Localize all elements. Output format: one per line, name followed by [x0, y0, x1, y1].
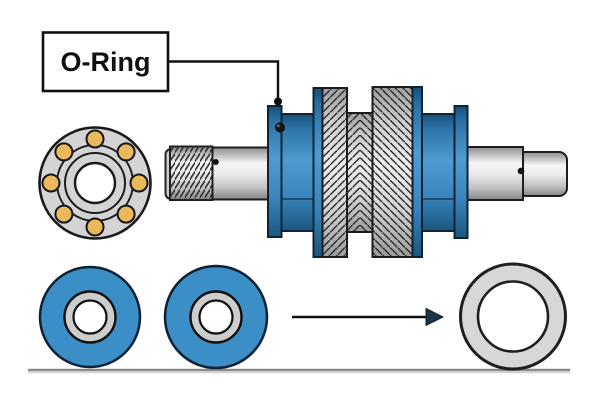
bolt-hole: [54, 142, 74, 162]
roller-right-blue-rim: [411, 86, 423, 258]
leader-line: [168, 60, 280, 99]
roller1-bore: [72, 299, 108, 335]
bolted-flange-front-view: [38, 126, 152, 240]
o-ring-hole: [476, 280, 550, 353]
o-ring-label: O-Ring: [61, 47, 151, 77]
right-housing: [420, 113, 457, 232]
arrow-head: [425, 307, 445, 327]
o-ring-label-box: [41, 31, 170, 93]
shaft-pin-dot-left: [212, 159, 219, 165]
bolt-hole: [41, 173, 61, 193]
flange-ring-inner: [64, 152, 126, 214]
left-housing: [280, 113, 317, 232]
roller-left-hatch: [322, 88, 347, 257]
flange-center-bore: [73, 161, 117, 205]
hub-cross-section: [346, 112, 374, 233]
bolt-hole: [54, 204, 74, 224]
shaft-right-small-section: [522, 151, 568, 197]
bolt-hole: [85, 129, 105, 149]
roller-cross-section-right: [371, 86, 423, 258]
direction-arrow: [292, 307, 445, 327]
bolt-hole: [116, 142, 136, 162]
bolt-hole: [116, 204, 136, 224]
roller-left-outline: [321, 87, 348, 258]
roller-left-blue-rim: [312, 87, 324, 258]
right-end-cap-flange: [453, 105, 469, 239]
hub-hatch-right: [360, 113, 373, 232]
shaft-left-collar-body: [211, 146, 274, 201]
flange-bolt-holes: [41, 129, 149, 237]
shaft-right-large-section: [459, 146, 524, 201]
shaft-assembly: [164, 86, 568, 258]
ground-line: [28, 368, 570, 374]
shaft-pin-dot-right: [517, 167, 525, 175]
roller-front-view-1: [38, 265, 142, 369]
thread-lines: [170, 146, 213, 200]
bolt-hole: [129, 173, 149, 193]
o-ring-highlight: [277, 124, 280, 128]
hub-hatch-left: [347, 113, 360, 232]
bolt-hole: [85, 217, 105, 237]
shaft-left-collar: [211, 146, 274, 201]
roller-right-hatch: [372, 87, 413, 257]
o-ring-cross-section: [275, 122, 285, 133]
roller2-bore: [198, 299, 234, 335]
o-ring-front-view: [459, 262, 567, 371]
threaded-shaft-end: [164, 145, 214, 201]
shaft-right-end: [459, 146, 568, 201]
left-end-cap-flange: [267, 105, 283, 238]
callout: O-Ring: [41, 31, 282, 106]
leader-endpoint-dot: [274, 97, 282, 106]
roller-cross-section-left: [312, 87, 348, 258]
o-ring-marker: [275, 122, 285, 133]
roller-front-view-2: [163, 264, 269, 370]
